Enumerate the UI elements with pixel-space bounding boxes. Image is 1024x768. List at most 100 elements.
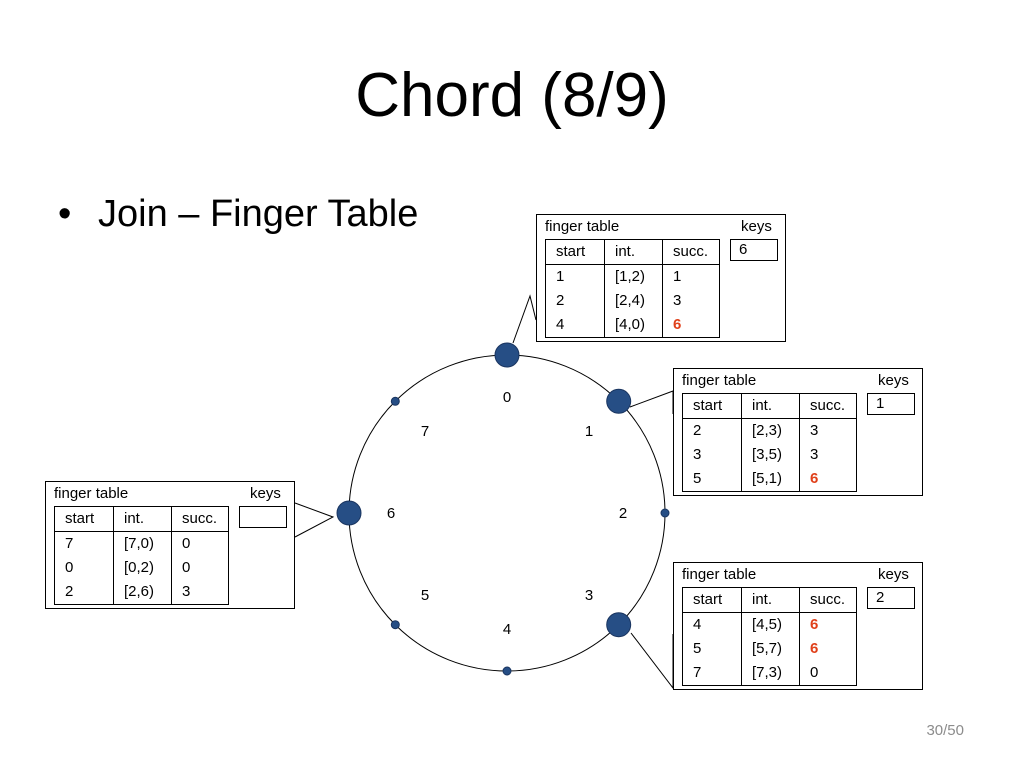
identifier-point-2 [660,508,670,518]
ring-label-0: 0 [503,389,511,406]
cell-start: 1 [545,264,605,289]
ring-label-3: 3 [585,587,593,604]
column-header-successor: succ. [171,506,229,532]
finger-table-grid: start int. succ. 2 [2,3) 3 3 [3,5) 3 5 [… [682,393,857,492]
cell-start: 2 [682,418,742,443]
cell-successor-updated: 6 [799,637,857,661]
cell-start: 0 [54,556,114,580]
identifier-point-4 [502,666,512,676]
cell-successor-updated: 6 [662,313,720,338]
table-row: 4 [4,5) 6 [682,612,857,637]
column-header-start: start [682,587,742,613]
cell-successor: 3 [662,289,720,313]
column-header-start: start [682,393,742,419]
table-row: 2 [2,3) 3 [682,418,857,443]
cell-interval: [5,1) [741,467,800,492]
cell-interval: [2,6) [113,580,172,605]
table-row: 5 [5,7) 6 [682,637,857,661]
table-row: 0 [0,2) 0 [54,556,229,580]
keys-value: 6 [730,239,778,261]
cell-interval: [2,3) [741,418,800,443]
cell-start: 5 [682,467,742,492]
column-header-successor: succ. [799,587,857,613]
finger-table-label: finger table [54,485,129,502]
table-row: 4 [4,0) 6 [545,313,720,338]
cell-start: 2 [54,580,114,605]
identifier-point-5 [390,620,400,630]
cell-interval: [5,7) [741,637,800,661]
finger-table-node-3: finger table keys 2 start int. succ. 4 [… [673,562,923,690]
cell-start: 2 [545,289,605,313]
column-header-interval: int. [741,393,800,419]
ring-label-7: 7 [421,423,429,440]
callout-node-6 [294,502,335,538]
node-0 [494,342,520,368]
cell-successor-updated: 6 [799,467,857,492]
table-row: 2 [2,4) 3 [545,289,720,313]
keys-value [239,506,287,528]
ring-label-6: 6 [387,505,395,522]
cell-interval: [3,5) [741,443,800,467]
cell-successor: 1 [662,264,720,289]
ring-points [336,342,670,676]
cell-successor: 3 [799,443,857,467]
keys-value: 2 [867,587,915,609]
column-header-start: start [54,506,114,532]
table-header-row: start int. succ. [54,506,229,532]
node-3 [606,612,632,638]
keys-value: 1 [867,393,915,415]
cell-successor-updated: 6 [799,612,857,637]
callout-node-3 [630,632,674,690]
cell-interval: [7,0) [113,531,172,556]
finger-table-label: finger table [682,566,757,583]
bullet-text: Join – Finger Table [98,193,419,235]
cell-successor: 3 [799,418,857,443]
cell-successor: 0 [171,556,229,580]
callout-node-1 [629,390,674,414]
table-row: 1 [1,2) 1 [545,264,720,289]
keys-label: keys [878,566,909,583]
cell-interval: [1,2) [604,264,663,289]
bullet-item: • Join – Finger Table [58,190,418,238]
cell-interval: [7,3) [741,661,800,686]
table-row: 2 [2,6) 3 [54,580,229,605]
cell-start: 7 [682,661,742,686]
table-row: 5 [5,1) 6 [682,467,857,492]
callout-node-0 [512,294,537,344]
column-header-successor: succ. [662,239,720,265]
column-header-interval: int. [741,587,800,613]
ring-label-4: 4 [503,621,511,638]
table-header-row: start int. succ. [682,393,857,419]
table-row: 3 [3,5) 3 [682,443,857,467]
slide-title: Chord (8/9) [355,61,669,130]
finger-table-label: finger table [545,218,620,235]
finger-table-node-6: finger table keys start int. succ. 7 [7,… [45,481,295,609]
cell-start: 4 [682,612,742,637]
cell-successor: 3 [171,580,229,605]
node-6 [336,500,362,526]
table-row: 7 [7,0) 0 [54,531,229,556]
finger-table-node-0: finger table keys 6 start int. succ. 1 [… [536,214,786,342]
finger-table-label: finger table [682,372,757,389]
cell-interval: [0,2) [113,556,172,580]
identifier-point-7 [390,396,400,406]
finger-table-grid: start int. succ. 1 [1,2) 1 2 [2,4) 3 4 [… [545,239,720,338]
cell-interval: [4,5) [741,612,800,637]
table-header-row: start int. succ. [545,239,720,265]
cell-start: 7 [54,531,114,556]
column-header-start: start [545,239,605,265]
column-header-successor: succ. [799,393,857,419]
keys-label: keys [878,372,909,389]
bullet-dot-icon: • [58,193,72,235]
page-number: 30/50 [926,722,964,739]
finger-table-grid: start int. succ. 4 [4,5) 6 5 [5,7) 6 7 [… [682,587,857,686]
cell-start: 5 [682,637,742,661]
cell-successor: 0 [171,531,229,556]
ring-label-5: 5 [421,587,429,604]
column-header-interval: int. [604,239,663,265]
table-row: 7 [7,3) 0 [682,661,857,686]
table-header-row: start int. succ. [682,587,857,613]
ring-label-2: 2 [619,505,627,522]
